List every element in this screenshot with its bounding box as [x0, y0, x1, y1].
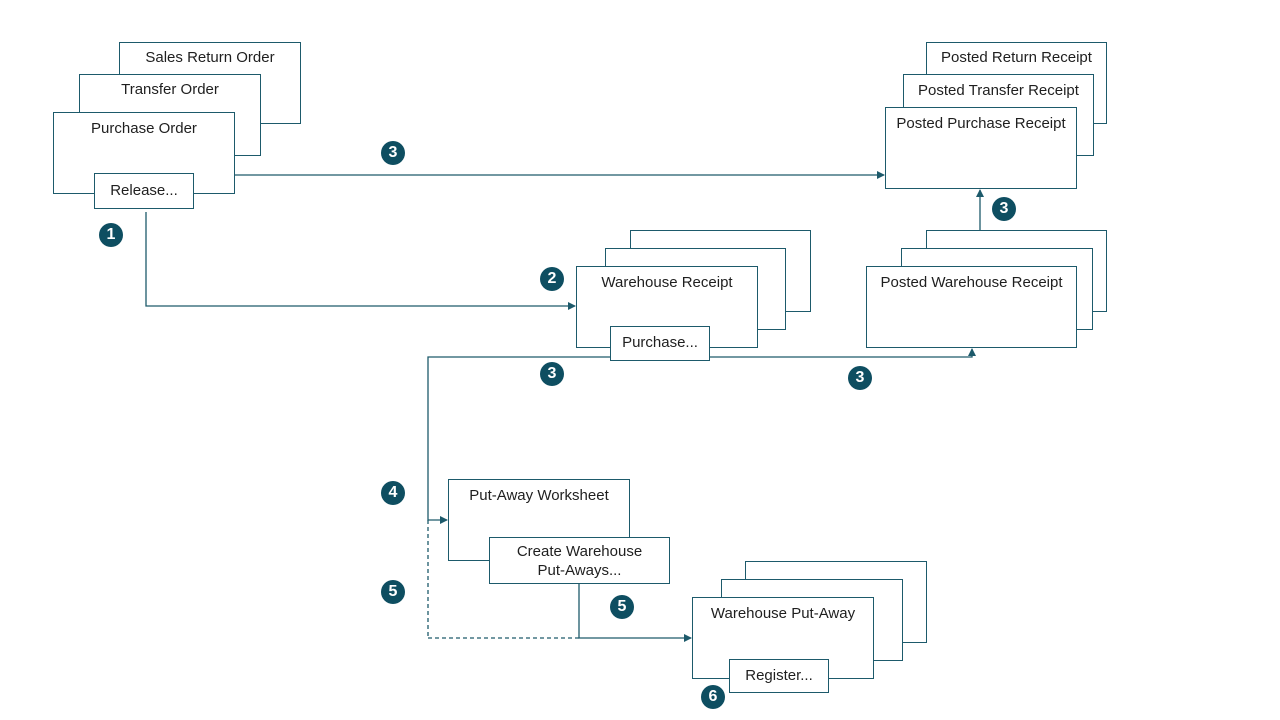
warehouse-receipt-box: Warehouse Receipt — [576, 266, 758, 348]
warehouse-put-away-label: Warehouse Put-Away — [710, 605, 856, 622]
step-badge-create-put-away-left: 5 — [381, 580, 405, 604]
step-badge-worksheet: 4 — [381, 481, 405, 505]
register-button[interactable]: Register... — [729, 659, 829, 693]
arrow-release-to-warehouse-receipt — [145, 212, 576, 310]
posted-warehouse-receipt-label: Posted Warehouse Receipt — [880, 274, 1063, 291]
step-badge-create-put-away-right: 5 — [610, 595, 634, 619]
step-badge-register: 6 — [701, 685, 725, 709]
warehouse-receipt-label: Warehouse Receipt — [601, 274, 733, 291]
transfer-order-label: Transfer Order — [121, 81, 219, 98]
arrow-receipt-to-worksheet — [427, 356, 610, 524]
step-badge-release: 1 — [99, 223, 123, 247]
posted-purchase-receipt-box: Posted Purchase Receipt — [885, 107, 1077, 189]
arrow-create-put-away-to-warehouse-put-away — [578, 584, 692, 642]
release-button[interactable]: Release... — [94, 173, 194, 209]
purchase-order-label: Purchase Order — [91, 120, 197, 137]
step-badge-post-receipt-top: 3 — [381, 141, 405, 165]
create-warehouse-put-aways-line1: Create Warehouse — [516, 543, 643, 560]
step-badge-post-receipt-mid: 3 — [992, 197, 1016, 221]
posted-warehouse-receipt-box: Posted Warehouse Receipt — [866, 266, 1077, 348]
sales-return-order-label: Sales Return Order — [145, 49, 275, 66]
step-badge-post-receipt-left: 3 — [540, 362, 564, 386]
purchase-button[interactable]: Purchase... — [610, 326, 710, 361]
step-badge-create-receipt: 2 — [540, 267, 564, 291]
posted-return-receipt-label: Posted Return Receipt — [941, 49, 1092, 66]
step-badge-post-receipt-right: 3 — [848, 366, 872, 390]
posted-purchase-receipt-label: Posted Purchase Receipt — [896, 115, 1066, 132]
posted-transfer-receipt-label: Posted Transfer Receipt — [918, 82, 1079, 99]
put-away-worksheet-label: Put-Away Worksheet — [469, 487, 609, 504]
create-warehouse-put-aways-line2: Put-Aways... — [537, 562, 622, 579]
create-warehouse-put-aways-button[interactable]: Create Warehouse Put-Aways... — [489, 537, 670, 584]
arrow-receipt-to-posted-warehouse — [710, 348, 976, 358]
